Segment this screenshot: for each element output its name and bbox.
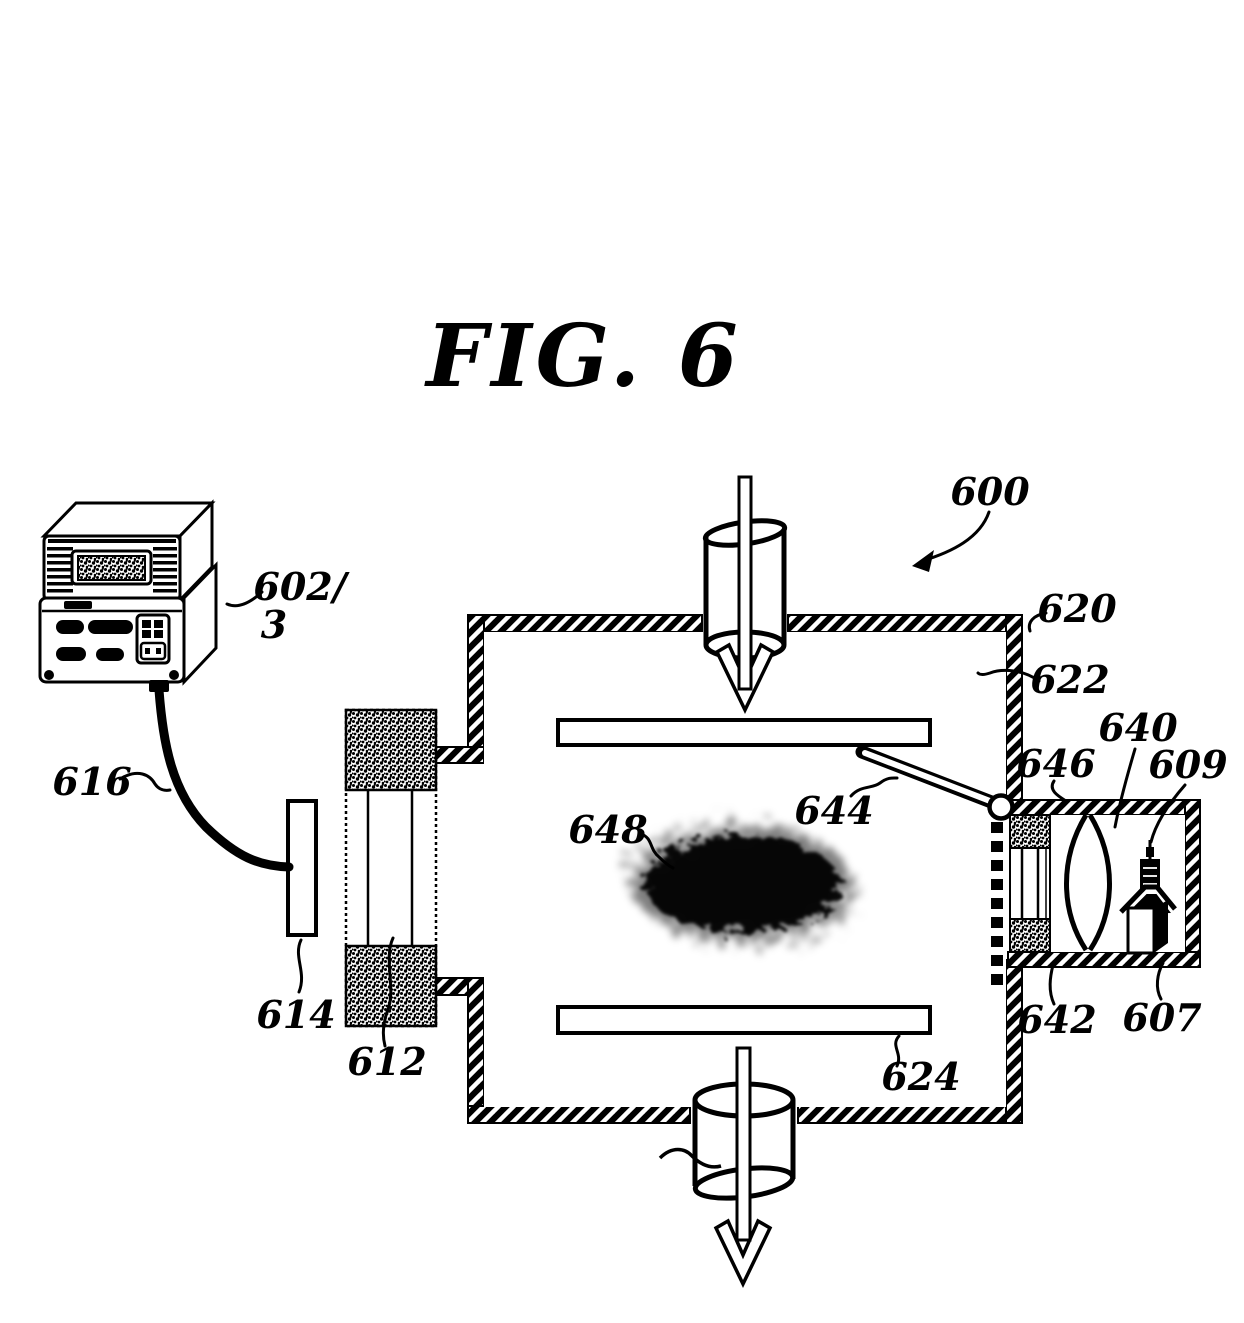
rod-ball-joint bbox=[987, 793, 1015, 821]
leader-624 bbox=[894, 1034, 901, 1068]
ref-646: 646 bbox=[1016, 741, 1095, 786]
cylinder-squiggle-mark bbox=[658, 1147, 722, 1169]
leader-644 bbox=[849, 776, 899, 798]
chamber-wall-left-upper bbox=[467, 614, 485, 764]
controller-display-screen bbox=[77, 555, 146, 581]
top-flow-arrow bbox=[714, 475, 776, 715]
leader-646 bbox=[1050, 779, 1068, 803]
leader-640 bbox=[1113, 747, 1137, 829]
ref-609: 609 bbox=[1148, 742, 1227, 787]
reference-numerals: 600 602/ 3 616 614 612 620 622 646 640 6… bbox=[52, 469, 1227, 1099]
ref-640: 640 bbox=[1098, 705, 1178, 750]
power-entry-module bbox=[135, 613, 171, 665]
lens-640 bbox=[1064, 813, 1112, 952]
controller-unit-602 bbox=[38, 499, 218, 692]
vacuum-chamber-walls bbox=[435, 614, 1201, 1124]
vent-slats bbox=[47, 547, 177, 593]
tower-detector-icon bbox=[1119, 840, 1177, 955]
leader-648 bbox=[639, 832, 675, 870]
plasma-cloud-648 bbox=[630, 826, 854, 942]
leader-612 bbox=[381, 936, 395, 1048]
chamber-port-stub-upper bbox=[435, 746, 485, 764]
leader-620 bbox=[1027, 611, 1048, 633]
ref-602-line2: 3 bbox=[261, 602, 287, 647]
bottom-flow-arrow bbox=[713, 1046, 773, 1289]
leader-600-arrow bbox=[912, 510, 991, 572]
connector-ports bbox=[56, 620, 133, 661]
probe-rod-644 bbox=[855, 745, 1015, 821]
top-flow-arrowhead bbox=[714, 642, 776, 715]
leader-609 bbox=[1149, 783, 1187, 844]
upper-electrode-plate bbox=[556, 718, 932, 747]
ref-614: 614 bbox=[256, 992, 335, 1037]
chamber-wall-left-lower bbox=[467, 977, 485, 1124]
ref-600: 600 bbox=[950, 469, 1030, 514]
leader-lines bbox=[118, 510, 1187, 1068]
ref-612: 612 bbox=[347, 1039, 426, 1084]
ref-622: 622 bbox=[1030, 657, 1109, 702]
leader-642 bbox=[1048, 963, 1056, 1006]
window-612-top-gasket bbox=[344, 708, 438, 792]
leader-616 bbox=[118, 771, 172, 792]
ref-624: 624 bbox=[881, 1054, 960, 1099]
ref-644: 644 bbox=[794, 788, 873, 833]
bottom-flow-arrowhead bbox=[713, 1218, 773, 1289]
side-chamber-wall-right bbox=[1184, 799, 1201, 968]
side-chamber-wall-bottom bbox=[1007, 951, 1201, 968]
figure-title: FIG. 6 bbox=[423, 306, 741, 407]
leader-614 bbox=[296, 938, 304, 994]
ref-607: 607 bbox=[1122, 995, 1201, 1040]
power-cable-616 bbox=[154, 685, 294, 872]
ref-648: 648 bbox=[568, 807, 647, 852]
ref-620: 620 bbox=[1037, 586, 1117, 631]
chamber-wall-bottom-right-segment bbox=[797, 1105, 1023, 1124]
chamber-wall-bottom-left-segment bbox=[467, 1105, 691, 1124]
ref-642: 642 bbox=[1017, 997, 1096, 1042]
power-unit-nameplate bbox=[64, 601, 92, 609]
leader-622 bbox=[976, 668, 1041, 683]
leader-602 bbox=[225, 590, 264, 608]
leader-607 bbox=[1155, 961, 1165, 1001]
ref-616: 616 bbox=[52, 759, 131, 804]
chamber-wall-top-right-segment bbox=[787, 614, 1023, 633]
window-assembly-642 bbox=[1009, 814, 1051, 953]
ref-602-line1: 602/ bbox=[253, 564, 349, 609]
chamber-wall-top-left-segment bbox=[467, 614, 703, 633]
lower-electrode-plate-624 bbox=[556, 1005, 932, 1035]
